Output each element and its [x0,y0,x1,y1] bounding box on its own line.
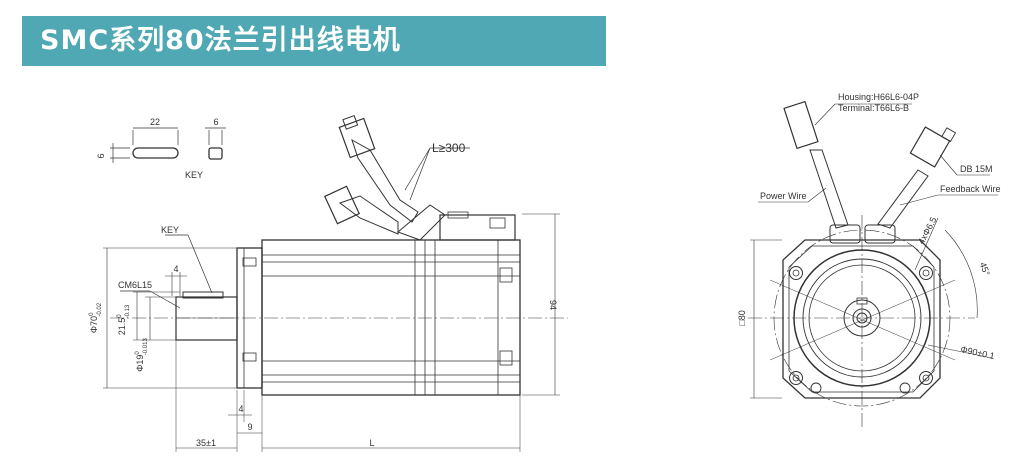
height-total-label: 94 [548,300,558,310]
key-length-label: 22 [150,117,160,127]
flange-thk-label: 4 [238,404,243,414]
db-label: DB 15M [960,164,993,174]
housing-label: Housing:H66L6-04P [838,92,919,102]
title-banner: SMC系列80法兰引出线电机 [22,16,606,66]
key-caption: KEY [185,170,203,180]
front-view [748,100,998,430]
angle-label: 45° [978,261,992,278]
feedback-wire-label: Feedback Wire [940,184,1001,194]
key-tol-width-label: 4 [173,264,178,274]
page-title: SMC系列80法兰引出线电机 [40,25,401,56]
terminal-label: Terminal:T66L6-B [838,103,909,113]
pcd-label: Φ90±0.1 [960,344,996,361]
thread-label: CM6L15 [118,280,152,290]
body-len-label: L [369,438,374,448]
spigot-label: 9 [247,422,252,432]
power-wire-label: Power Wire [760,191,807,201]
holes-label: 4xΦ6.5 [916,215,939,245]
key-detail [110,127,226,163]
shaft-len-label: 35±1 [196,438,216,448]
square-label: □80 [737,310,747,325]
side-view [103,114,568,452]
height-tol-label: 21.50-0.13 [117,304,131,335]
side-key-label: KEY [161,225,179,235]
shaft-dia-label: Φ190-0.013 [135,338,149,372]
cable-length-label: L≥300 [432,141,466,155]
pilot-dia-label: Φ700-0.02 [89,302,103,333]
key-width-side-label: 6 [96,153,106,158]
key-width-top-label: 6 [213,117,218,127]
